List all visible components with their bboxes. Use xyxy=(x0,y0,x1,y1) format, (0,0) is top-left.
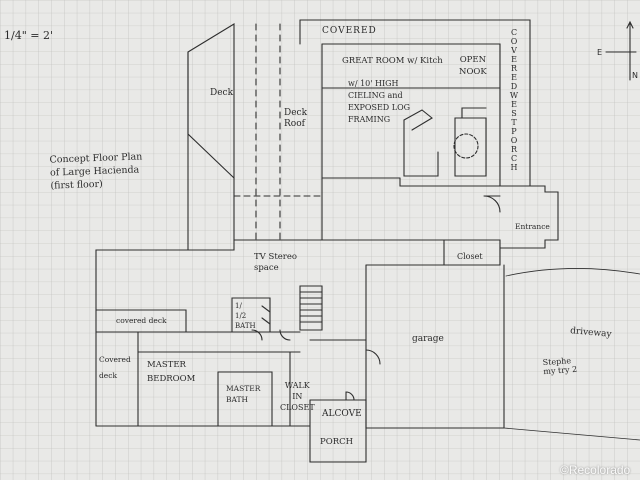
great-room-label: GREAT ROOM w/ Kitch xyxy=(342,56,443,66)
master-bath-outline xyxy=(217,371,273,427)
covered-porch-outline xyxy=(299,19,531,187)
half-bath-label: 1/ 1/2 BATH xyxy=(235,302,256,330)
compass-east-label: E xyxy=(597,48,603,57)
master-bedroom-label: MASTER BEDROOM xyxy=(147,360,196,384)
alcove-outline xyxy=(309,399,367,429)
compass-arrow xyxy=(605,20,637,81)
garage-label: garage xyxy=(412,334,444,344)
kitchen-counter xyxy=(403,119,439,177)
driveway-line xyxy=(505,268,640,277)
open-nook-label: OPEN NOOK xyxy=(459,55,487,77)
scale-note: 1/4" = 2' xyxy=(4,29,53,42)
tv-stereo-label: TV Stereo space xyxy=(254,252,297,273)
plan-title-note: Concept Floor Plan of Large Hacienda (fi… xyxy=(49,151,143,192)
covered-label: COVERED xyxy=(322,26,377,36)
watermark: ©Recolorado xyxy=(560,463,631,477)
covered-deck-left-label: Covered deck xyxy=(99,355,131,380)
entrance-outline xyxy=(499,185,559,249)
porch-label: PORCH xyxy=(320,437,354,447)
signature-note: Stephe my try 2 xyxy=(542,356,578,377)
garage-outline xyxy=(365,264,505,429)
closet-label: Closet xyxy=(457,252,483,261)
alcove-label: ALCOVE xyxy=(322,409,362,419)
covered-deck-label: covered deck xyxy=(116,316,167,325)
compass-north-label: N xyxy=(632,71,638,80)
covered-west-porch-label: C O V E R E D W E S T P O R C H xyxy=(509,28,519,172)
master-bath-label: MASTER BATH xyxy=(226,384,261,404)
deck-roof-label: Deck Roof xyxy=(284,108,308,129)
deck-label: Deck xyxy=(210,88,234,98)
walk-in-closet-label: WALK IN CLOSET xyxy=(280,381,315,412)
ceiling-note: w/ 10' HIGH CIELING and EXPOSED LOG FRAM… xyxy=(348,79,411,124)
entrance-label: Entrance xyxy=(515,222,550,231)
stair xyxy=(299,285,323,331)
